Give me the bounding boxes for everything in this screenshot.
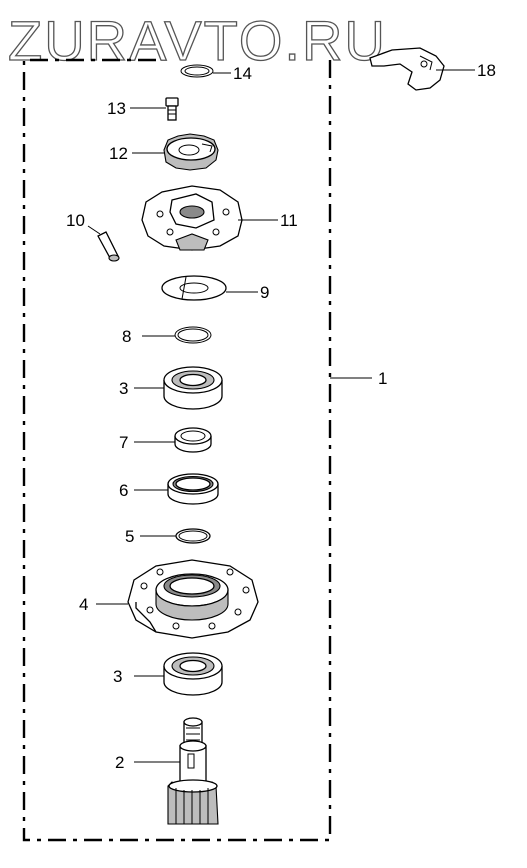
part-6-seal [167, 473, 219, 505]
part-3-bearing-upper [163, 366, 223, 410]
callout-4: 4 [79, 595, 88, 614]
callout-5: 5 [125, 527, 134, 546]
part-4-housing-flange [127, 559, 259, 639]
part-3-bearing-lower [163, 652, 223, 696]
part-13-bolt [165, 97, 179, 121]
part-12-adjusting-nut [163, 133, 219, 171]
part-2-pinion-shaft [167, 717, 219, 825]
callout-12: 12 [109, 144, 128, 163]
callout-2: 2 [115, 753, 124, 772]
callout-7: 7 [119, 433, 128, 452]
part-9-shim [161, 275, 227, 301]
callout-11: 11 [280, 211, 298, 230]
assembly-boundary [22, 58, 332, 842]
part-18-lock-plate [369, 47, 445, 91]
callout-3a: 3 [119, 379, 128, 398]
part-14-snap-ring [180, 64, 214, 78]
part-11-retainer-plate [141, 185, 243, 251]
part-8-o-ring [174, 326, 212, 344]
callout-9: 9 [260, 283, 269, 302]
callout-6: 6 [119, 481, 128, 500]
callout-18: 18 [477, 61, 496, 80]
callout-10: 10 [66, 211, 85, 230]
part-10-pin [97, 231, 120, 262]
callout-13: 13 [107, 99, 126, 118]
part-7-spacer [174, 427, 212, 453]
callout-1: 1 [378, 369, 387, 388]
leader-10 [87, 225, 101, 235]
callout-14: 14 [233, 64, 252, 83]
part-5-o-ring [175, 528, 211, 544]
watermark-text: ZURAVTO.RU [8, 9, 387, 72]
callout-8: 8 [122, 327, 131, 346]
callout-3b: 3 [113, 667, 122, 686]
